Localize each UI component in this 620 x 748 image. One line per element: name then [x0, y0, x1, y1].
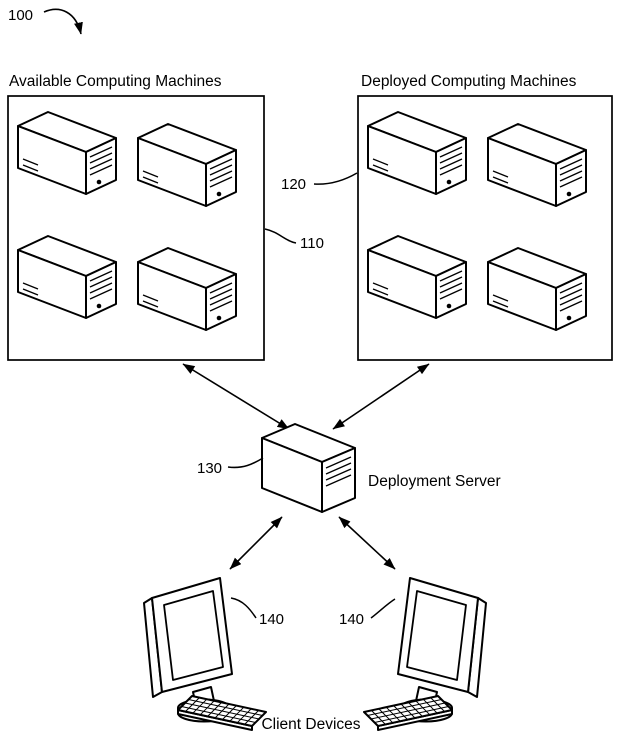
ref-100-arrow	[43, 8, 83, 35]
ref-140-left-leader	[230, 597, 257, 619]
arrow-available-server	[182, 363, 290, 430]
ref-140-right-leader	[370, 598, 396, 619]
ref-110-leader	[264, 228, 297, 244]
ref-130-label: 130	[197, 460, 222, 477]
ref-140-right-label: 140	[339, 611, 364, 628]
client-device-right	[363, 577, 487, 731]
deployed-tower-4	[487, 247, 587, 331]
arrow-server-client-left	[229, 516, 283, 570]
arrow-server-client-right	[338, 516, 396, 570]
deployed-tower-1	[367, 111, 467, 195]
available-tower-1	[17, 111, 117, 195]
deployed-machines-title: Deployed Computing Machines	[361, 73, 577, 90]
available-tower-3	[17, 235, 117, 319]
available-tower-2	[137, 123, 237, 207]
deployment-server-label: Deployment Server	[368, 473, 501, 490]
client-device-left	[143, 577, 267, 731]
available-tower-4	[137, 247, 237, 331]
deployment-server	[261, 423, 356, 513]
ref-120-label: 120	[281, 176, 306, 193]
client-devices-label: Client Devices	[261, 716, 360, 733]
arrow-deployed-server	[332, 363, 430, 430]
ref-120-leader	[313, 172, 358, 185]
deployed-tower-2	[487, 123, 587, 207]
available-machines-box	[7, 95, 265, 361]
deployed-tower-3	[367, 235, 467, 319]
deployed-machines-box	[357, 95, 613, 361]
ref-140-left-label: 140	[259, 611, 284, 628]
ref-100-label: 100	[8, 7, 33, 24]
available-machines-title: Available Computing Machines	[9, 73, 222, 90]
ref-110-label: 110	[300, 235, 324, 252]
ref-130-leader	[227, 457, 264, 469]
